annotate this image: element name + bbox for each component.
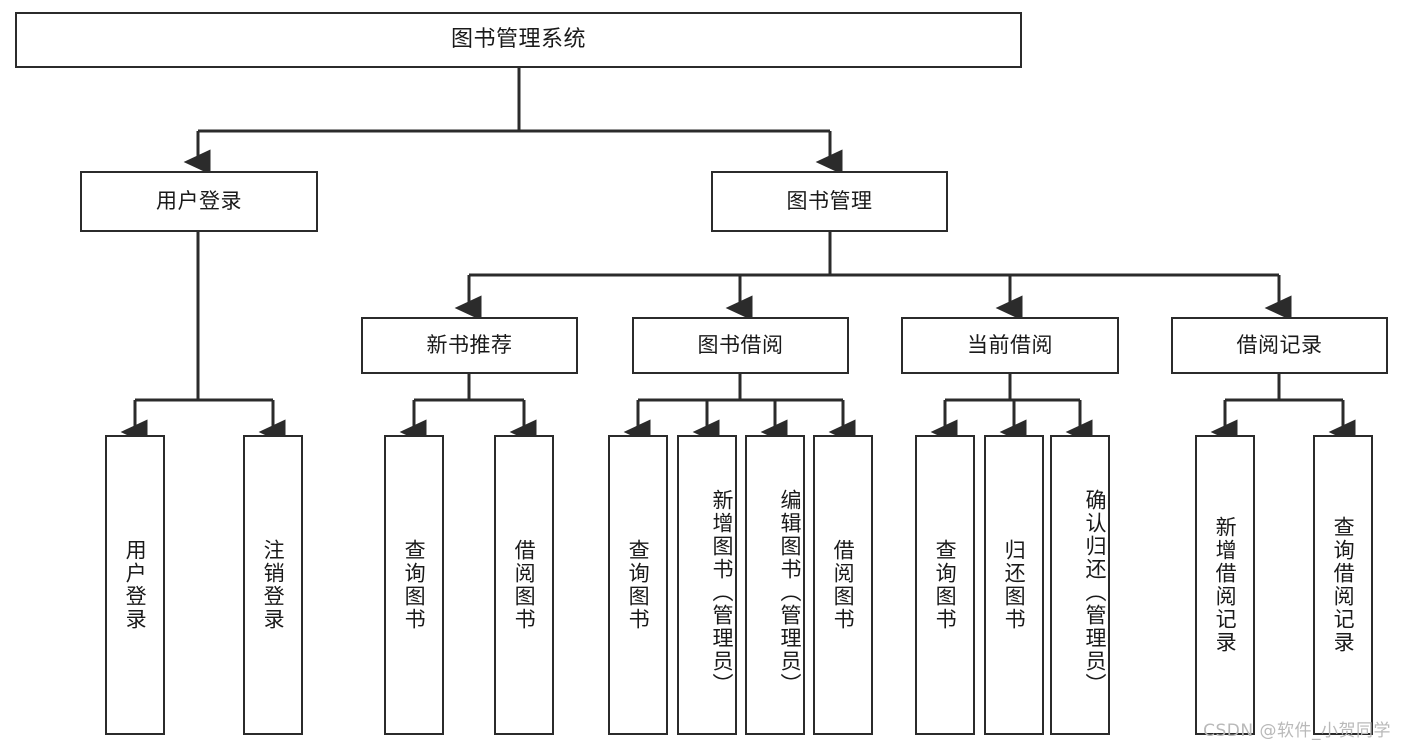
node-root-system[interactable]: 图书管理系统 (15, 12, 1022, 68)
node-book-management[interactable]: 图书管理 (711, 171, 948, 232)
node-leaf-query-book-2[interactable]: 查询图书 (608, 435, 668, 735)
node-leaf-logout-login[interactable]: 注销登录 (243, 435, 303, 735)
node-book-borrow[interactable]: 图书借阅 (632, 317, 849, 374)
node-label: 借阅图书 (831, 539, 856, 631)
node-label: 新增借阅记录 (1213, 516, 1238, 654)
node-user-login[interactable]: 用户登录 (80, 171, 318, 232)
node-label: 注销登录 (261, 539, 286, 631)
node-leaf-query-book-3[interactable]: 查询图书 (915, 435, 975, 735)
node-leaf-add-record[interactable]: 新增借阅记录 (1195, 435, 1255, 735)
node-label: 确认归还（管理员） (1083, 488, 1107, 696)
node-leaf-borrow-book-1[interactable]: 借阅图书 (494, 435, 554, 735)
node-leaf-confirm-return[interactable]: 确认归还（管理员） (1050, 435, 1110, 735)
node-borrow-record[interactable]: 借阅记录 (1171, 317, 1388, 374)
node-leaf-return-book[interactable]: 归还图书 (984, 435, 1044, 735)
node-label: 查询图书 (933, 539, 958, 631)
csdn-watermark: CSDN @软件_小贺同学 (1203, 721, 1391, 741)
node-label: 借阅记录 (1236, 332, 1323, 357)
node-label: 查询图书 (402, 539, 427, 631)
node-label: 图书管理 (786, 188, 873, 213)
node-leaf-add-book[interactable]: 新增图书（管理员） (677, 435, 737, 735)
node-leaf-edit-book[interactable]: 编辑图书（管理员） (745, 435, 805, 735)
node-label: 图书管理系统 (450, 26, 586, 52)
node-leaf-query-record[interactable]: 查询借阅记录 (1313, 435, 1373, 735)
node-label: 新增图书（管理员） (710, 488, 734, 696)
node-current-borrow[interactable]: 当前借阅 (901, 317, 1119, 374)
node-leaf-user-login[interactable]: 用户登录 (105, 435, 165, 735)
node-leaf-query-book-1[interactable]: 查询图书 (384, 435, 444, 735)
node-label: 图书借阅 (697, 332, 784, 357)
node-label: 查询图书 (626, 539, 651, 631)
node-label: 编辑图书（管理员） (778, 488, 802, 696)
node-label: 当前借阅 (967, 332, 1053, 357)
node-label: 查询借阅记录 (1331, 516, 1356, 654)
node-label: 借阅图书 (512, 539, 537, 631)
node-label: 新书推荐 (426, 332, 513, 357)
node-label: 归还图书 (1002, 539, 1027, 631)
node-new-book-recommend[interactable]: 新书推荐 (361, 317, 578, 374)
node-label: 用户登录 (123, 539, 148, 631)
node-leaf-borrow-book-2[interactable]: 借阅图书 (813, 435, 873, 735)
node-label: 用户登录 (156, 188, 242, 213)
